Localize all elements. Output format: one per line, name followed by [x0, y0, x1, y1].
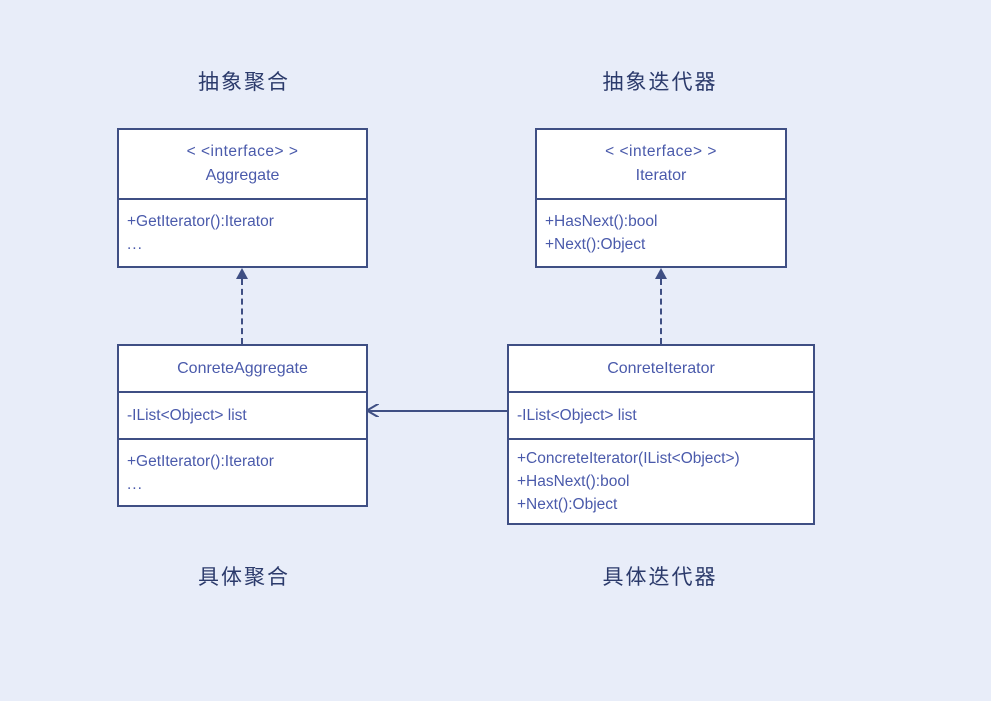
- class-header-concrete-aggregate: ConreteAggregate: [119, 346, 366, 391]
- class-header-concrete-iterator: ConreteIterator: [509, 346, 813, 391]
- stereotype-label-iterator: < <interface> >: [605, 143, 717, 160]
- caption-abstract-aggregate: 抽象聚合: [198, 70, 290, 94]
- class-header-aggregate: < <interface> > Aggregate: [119, 130, 366, 198]
- class-box-concrete-aggregate[interactable]: ConreteAggregate -IList<Object> list +Ge…: [117, 344, 368, 507]
- class-header-iterator: < <interface> > Iterator: [537, 130, 785, 198]
- class-box-iterator[interactable]: < <interface> > Iterator +HasNext():bool…: [535, 128, 787, 268]
- class-attributes-concrete-iterator: -IList<Object> list: [509, 391, 813, 438]
- member-row: +GetIterator():Iterator: [127, 213, 274, 230]
- member-row: +Next():Object: [545, 236, 646, 253]
- class-name-iterator: Iterator: [635, 167, 687, 184]
- method-row: +HasNext():bool: [517, 473, 630, 490]
- method-row: ...: [127, 475, 143, 493]
- class-box-aggregate[interactable]: < <interface> > Aggregate +GetIterator()…: [117, 128, 368, 268]
- association-line: [368, 410, 507, 412]
- class-name-concrete-aggregate: ConreteAggregate: [177, 359, 308, 377]
- realization-line-aggregate: [241, 279, 243, 344]
- member-row: ...: [127, 236, 143, 253]
- class-attributes-concrete-aggregate: -IList<Object> list: [119, 391, 366, 438]
- class-members-aggregate: +GetIterator():Iterator ...: [119, 198, 366, 266]
- caption-concrete-aggregate: 具体聚合: [198, 565, 290, 589]
- realization-arrowhead-iterator: [655, 268, 667, 279]
- member-row: +HasNext():bool: [545, 213, 658, 230]
- realization-line-iterator: [660, 279, 662, 344]
- class-box-concrete-iterator[interactable]: ConreteIterator -IList<Object> list +Con…: [507, 344, 815, 525]
- caption-concrete-iterator: 具体迭代器: [602, 565, 718, 589]
- class-name-aggregate: Aggregate: [205, 167, 280, 184]
- attribute-row: -IList<Object> list: [127, 407, 247, 424]
- attribute-row: -IList<Object> list: [517, 407, 637, 424]
- stereotype-label-aggregate: < <interface> >: [186, 143, 299, 160]
- method-row: +ConcreteIterator(IList<Object>): [517, 450, 740, 467]
- method-row: +GetIterator():Iterator: [127, 452, 274, 470]
- class-methods-concrete-aggregate: +GetIterator():Iterator ...: [119, 438, 366, 505]
- method-row: +Next():Object: [517, 496, 618, 513]
- class-name-concrete-iterator: ConreteIterator: [607, 359, 715, 377]
- association-arrowhead-icon: [366, 404, 379, 417]
- class-members-iterator: +HasNext():bool +Next():Object: [537, 198, 785, 266]
- caption-abstract-iterator: 抽象迭代器: [602, 70, 718, 94]
- class-methods-concrete-iterator: +ConcreteIterator(IList<Object>) +HasNex…: [509, 438, 813, 523]
- realization-arrowhead-aggregate: [236, 268, 248, 279]
